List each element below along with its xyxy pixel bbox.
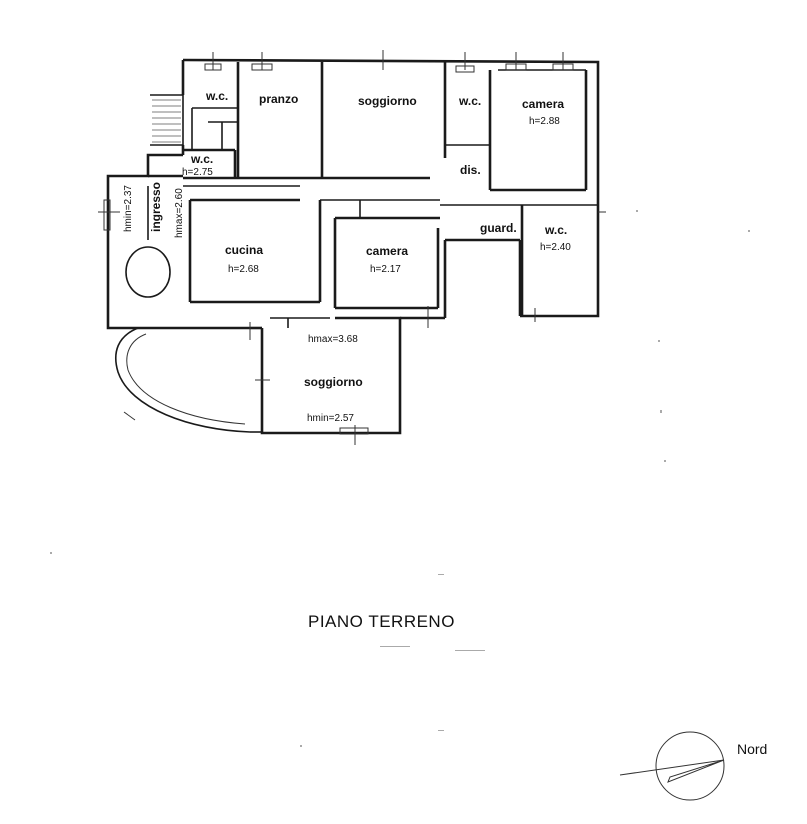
curved-terrace (114, 327, 262, 433)
windows (98, 50, 606, 445)
room-label-cucina: cucina (225, 243, 263, 257)
room-label-wc-4: w.c. (544, 223, 567, 237)
interior-walls (147, 62, 598, 328)
room-label-camera-mid: camera (366, 244, 408, 258)
room-label-ingresso: ingresso (149, 182, 163, 232)
ingresso-hmin: hmin=2.37 (123, 185, 134, 232)
outer-walls (106, 58, 600, 435)
room-height-wc-4: h=2.40 (540, 242, 571, 253)
room-height-wc-3: h=2.75 (182, 167, 213, 178)
room-label-wc-2: w.c. (458, 94, 481, 108)
ingresso-hmax: hmax=2.60 (174, 188, 185, 238)
room-label-soggiorno-bottom: soggiorno (304, 375, 363, 389)
room-label-pranzo: pranzo (259, 92, 298, 106)
north-arrow-icon (619, 731, 725, 801)
room-label-guard: guard. (480, 221, 517, 235)
room-label-soggiorno-top: soggiorno (358, 94, 417, 108)
room-height-cucina: h=2.68 (228, 264, 259, 275)
room-labels: w.c. pranzo soggiorno w.c. camera h=2.88… (123, 89, 571, 424)
room-height-camera-top: h=2.88 (529, 116, 560, 127)
room-label-wc-1: w.c. (205, 89, 228, 103)
north-label: Nord (737, 741, 767, 757)
soggiorno-hmax: hmax=3.68 (308, 334, 358, 345)
soggiorno-hmin: hmin=2.57 (307, 413, 354, 424)
stairs (150, 94, 184, 146)
room-height-camera-mid: h=2.17 (370, 264, 401, 275)
plan-title: PIANO TERRENO (308, 612, 455, 631)
scan-specks (50, 210, 750, 747)
room-label-camera-top: camera (522, 97, 564, 111)
room-label-dis: dis. (460, 163, 481, 177)
entry-oval (125, 246, 171, 298)
room-label-wc-3: w.c. (190, 152, 213, 166)
